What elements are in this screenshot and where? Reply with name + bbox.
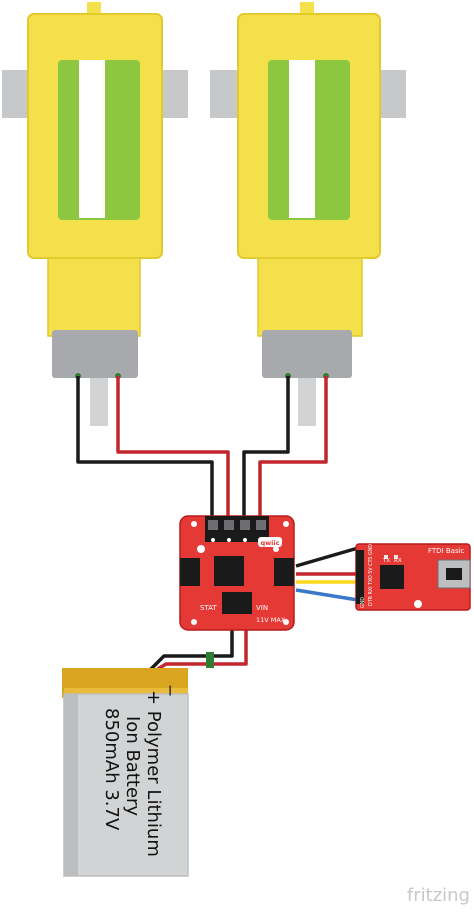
battery-body-shade: [64, 694, 78, 876]
ftdi-basic-board: FTDI Basic TX RX DTR RXI TXO 5V CTS GND …: [355, 543, 471, 611]
ftdi-pin-header: [356, 550, 364, 604]
lipo-battery: − + Polymer Lithium Ion Battery 850mAh 3…: [62, 668, 189, 877]
ftdi-tx-led: [384, 555, 388, 559]
ftdi-usb-port: [446, 568, 462, 580]
driver-mount-hole-1: [191, 521, 197, 527]
wire-right-motor-red: [258, 376, 328, 522]
max-label: 11V MAX: [256, 616, 286, 624]
battery-body: [63, 693, 189, 877]
driver-mount-hole-2: [283, 521, 289, 527]
motor-left: [2, 2, 188, 426]
battery-label-line-3: 850mAh 3.7V: [101, 708, 122, 831]
ftdi-chip: [380, 565, 404, 589]
driver-chip: [214, 556, 244, 586]
driver-pin-dot-2: [227, 538, 231, 542]
driver-pin-dot-1: [211, 538, 215, 542]
ftdi-flame-icon: [414, 600, 422, 608]
battery-label-line-2: Ion Battery: [122, 716, 143, 816]
driver-header-pin-4: [256, 520, 266, 530]
driver-pin-dot-3: [243, 538, 247, 542]
motor-driver-board: qwiic STAT VIN 11V MAX: [179, 515, 295, 631]
vin-label: VIN: [256, 604, 268, 612]
ftdi-tx-label: TX: [382, 558, 390, 564]
motor-left-gearbox: [52, 330, 138, 378]
driver-qwiic-right: [274, 558, 294, 586]
motor-right-gearbox: [262, 330, 352, 378]
wire-left-motor-black: [76, 376, 214, 522]
qwiic-badge: [258, 537, 282, 547]
battery-band-highlight: [64, 688, 188, 694]
battery-wires: [148, 614, 248, 676]
stat-label: STAT: [200, 604, 217, 612]
sparkfun-flame-icon: [197, 545, 205, 553]
battery-label-line-1: + Polymer Lithium: [143, 690, 164, 857]
battery-wire-splice: [206, 652, 214, 668]
driver-header-pin-2: [224, 520, 234, 530]
ftdi-rx-led: [394, 555, 398, 559]
driver-power-header: [222, 592, 252, 614]
motor-left-window-gap: [79, 60, 105, 218]
driver-header-pin-1: [208, 520, 218, 530]
ftdi-wires: [295, 546, 359, 602]
motor-right-window-gap: [289, 60, 315, 218]
driver-mount-hole-3: [191, 619, 197, 625]
motor-right-output-shaft: [298, 378, 316, 426]
wire-ftdi-blue: [295, 588, 359, 602]
qwiic-label: qwiic: [261, 539, 280, 547]
ftdi-title: FTDI Basic: [428, 547, 465, 555]
motor-right: [210, 2, 406, 426]
driver-header-pin-3: [240, 520, 250, 530]
driver-qwiic-left: [180, 558, 200, 586]
motor-right-neck: [257, 257, 363, 337]
wire-left-motor-red: [116, 376, 230, 522]
ftdi-rx-label: RX: [394, 558, 402, 564]
gear-icon: [273, 546, 279, 552]
motor-wires: [76, 376, 328, 522]
ftdi-bottom-label: GND: [360, 597, 366, 608]
motor-left-output-shaft: [90, 378, 108, 426]
wire-right-motor-black: [242, 376, 290, 522]
fritzing-watermark: fritzing: [407, 885, 470, 906]
wire-ftdi-black: [295, 546, 359, 568]
motor-left-neck: [47, 257, 141, 337]
battery-minus-mark: −: [161, 684, 180, 697]
motor-right-mount-left: [210, 70, 240, 118]
driver-mount-hole-4: [283, 619, 289, 625]
ftdi-pin-labels: DTR RXI TXO 5V CTS GND: [368, 544, 374, 606]
